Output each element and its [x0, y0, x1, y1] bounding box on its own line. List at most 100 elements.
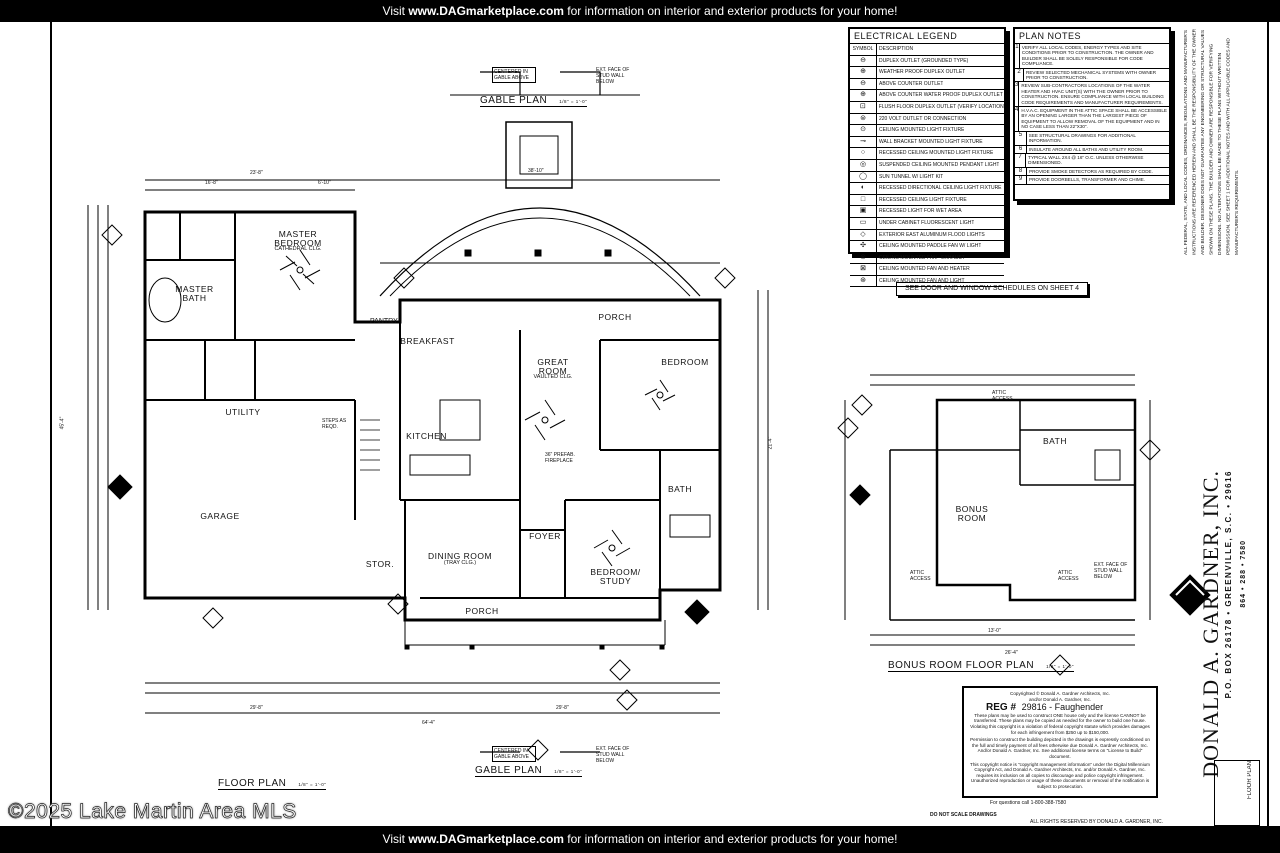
legend-item: ⊜220 VOLT OUTLET OR CONNECTION: [850, 113, 1004, 126]
plan-note-number: 7: [1015, 153, 1027, 167]
room-garage: GARAGE: [200, 511, 240, 521]
legend-item: ⊖ABOVE COUNTER OUTLET: [850, 78, 1004, 91]
legend-description: EXTERIOR EAST ALUMINUM FLOOD LIGHTS: [879, 231, 985, 238]
disclaimer-text: ALL FEDERAL, STATE, AND LOCAL CODES, ORD…: [1184, 28, 1240, 255]
legend-description: CEILING MOUNTED LIGHT FIXTURE: [879, 127, 965, 134]
legend-symbol-icon: ⊕: [850, 67, 877, 78]
legend-item: ○RECESSED CEILING MOUNTED LIGHT FIXTURE: [850, 148, 1004, 160]
electrical-legend: ELECTRICAL LEGEND SYMBOL DESCRIPTION ⊖DU…: [848, 27, 1006, 288]
top-banner: Visit www.DAGmarketplace.com for informa…: [0, 0, 1280, 22]
legend-symbol-icon: □: [850, 194, 877, 206]
plan-note-text: INSULATE AROUND ALL BATHS AND UTILITY RO…: [1029, 146, 1144, 152]
legend-item: ⊙CEILING MOUNTED LIGHT FIXTURE: [850, 125, 1004, 137]
room-pantry: PANTRY: [370, 318, 398, 325]
legend-symbol-icon: ⊖: [850, 78, 877, 90]
room-bonus: BONUS ROOM: [955, 504, 989, 523]
legend-symbol-icon: ⊠: [850, 264, 877, 275]
legend-description: FLUSH FLOOR DUPLEX OUTLET (VERIFY LOCATI…: [878, 103, 1004, 110]
room-master-bath: MASTER BATH: [175, 284, 214, 303]
legend-description: UNDER CABINET FLUORESCENT LIGHT: [879, 219, 975, 226]
dim-bottom-a: 29'-8": [250, 705, 263, 711]
sheet-info: FLOOR PLAN: [1214, 760, 1260, 826]
legend-symbol-icon: ⊡: [850, 101, 877, 113]
room-storage: STOR.: [365, 559, 395, 569]
legend-description: ABOVE COUNTER OUTLET: [879, 80, 944, 87]
legend-description: CEILING MOUNTED PADDLE FAN w/ LIGHT: [879, 243, 982, 250]
legend-item: ⊖DUPLEX OUTLET (GROUNDED TYPE): [850, 55, 1004, 68]
drawing-sheet: [50, 22, 1269, 826]
attic-access-label-3: ATTIC ACCESS: [1058, 570, 1079, 582]
legend-description: RECESSED DIRECTIONAL CEILING LIGHT FIXTU…: [879, 185, 1002, 192]
legend-symbol-icon: ✣: [850, 241, 877, 252]
plan-note-number: 9: [1015, 176, 1027, 184]
stud-note-bottom: EXT. FACE OF STUD WALL BELOW: [596, 746, 630, 764]
banner-link-bottom[interactable]: www.DAGmarketplace.com: [408, 832, 564, 846]
legend-item: ⊛CEILING MOUNTED FAN AND LIGHT: [850, 275, 1004, 288]
plan-note-number: 4: [1015, 107, 1020, 131]
plan-note-text: REVIEW SELECTED MECHANICAL SYSTEMS WITH …: [1026, 69, 1157, 81]
room-breakfast: BREAKFAST: [400, 336, 455, 346]
plan-note-text: SEE STRUCTURAL DRAWINGS FOR ADDITIONAL I…: [1028, 132, 1136, 144]
plan-note-number: 3: [1015, 82, 1020, 107]
legend-symbol-icon: ⊗: [850, 252, 877, 264]
stud-note-bonus: EXT. FACE OF STUD WALL BELOW: [1094, 562, 1128, 580]
plan-note-text: VERIFY ALL LOCAL CODES, ENERGY TYPES AND…: [1021, 45, 1154, 67]
do-not-scale: DO NOT SCALE DRAWINGS: [930, 812, 997, 818]
legend-description: RECESSED CEILING MOUNTED LIGHT FIXTURE: [879, 150, 994, 157]
legend-title: ELECTRICAL LEGEND: [850, 29, 1004, 44]
fireplace-label: 36" PREFAB. FIREPLACE: [545, 452, 575, 464]
rights-reserved: ALL RIGHTS RESERVED BY DONALD A. GARDNER…: [1030, 819, 1163, 825]
legend-description: WALL BRACKET MOUNTED LIGHT FIXTURE: [879, 138, 983, 145]
gable-note-top: CENTERED IN GABLE ABOVE: [492, 67, 536, 83]
plan-note-number: 5: [1015, 131, 1027, 145]
legend-item: ⊡FLUSH FLOOR DUPLEX OUTLET (VERIFY LOCAT…: [850, 101, 1004, 114]
plan-note-text: PROVIDE SMOKE DETECTORS AS REQUIRED BY C…: [1029, 168, 1153, 174]
room-kitchen: KITCHEN: [406, 431, 447, 441]
legend-description: DUPLEX OUTLET (GROUNDED TYPE): [879, 57, 969, 64]
legend-item: ⊕ABOVE COUNTER WATER PROOF DUPLEX OUTLET: [850, 90, 1004, 102]
room-foyer: FOYER: [529, 531, 561, 541]
legend-description: SUN TUNNEL w/ LIGHT KIT: [879, 173, 944, 180]
legend-items: ⊖DUPLEX OUTLET (GROUNDED TYPE)⊕WEATHER P…: [850, 55, 1004, 288]
mls-watermark: ©2025 Lake Martin Area MLS: [8, 800, 297, 824]
legend-description: CEILING MOUNTED FAN AND HEATER: [879, 266, 970, 273]
bottom-banner: Visit www.DAGmarketplace.com for informa…: [0, 826, 1280, 853]
room-utility: UTILITY: [225, 407, 261, 417]
banner-link[interactable]: www.DAGmarketplace.com: [408, 4, 564, 18]
firm-name: DONALD A. GARDNER, INC.: [1198, 470, 1223, 778]
legend-description: RECESSED LIGHT FOR WET AREA: [879, 208, 962, 215]
legend-item: ⊠CEILING MOUNTED FAN AND HEATER: [850, 264, 1004, 276]
plan-note-number: 8: [1015, 167, 1027, 176]
legend-item: ⊕WEATHER PROOF DUPLEX OUTLET: [850, 67, 1004, 79]
plan-note-number: 1: [1015, 44, 1020, 68]
room-dining: DINING ROOM(TRAY CLG.): [427, 551, 493, 566]
legend-item: ✣CEILING MOUNTED PADDLE FAN w/ LIGHT: [850, 241, 1004, 253]
legend-symbol-icon: ○: [850, 148, 877, 159]
legend-symbol-icon: ⊜: [850, 113, 877, 125]
dim-left-overall: 45'-4": [59, 416, 66, 430]
legend-description: CEILING MOUNTED FAN - EXHAUST: [879, 254, 965, 261]
legend-symbol-icon: ◯: [850, 171, 877, 183]
plan-note-text: PROVIDE DOORBELLS, TRANSFORMER AND CHIME…: [1029, 177, 1146, 183]
legend-symbol-icon: ⊸: [850, 136, 877, 148]
door-window-schedule-note: SEE DOOR AND WINDOW SCHEDULES ON SHEET 4: [896, 282, 1088, 296]
legend-symbol-icon: ▣: [850, 206, 877, 217]
room-bath: BATH: [667, 484, 693, 494]
legend-symbol-icon: ◇: [850, 229, 877, 241]
questions-phone: For questions call 1-800-388-7580: [990, 800, 1067, 806]
legend-item: □RECESSED CEILING LIGHT FIXTURE: [850, 194, 1004, 207]
legend-item: ⊗CEILING MOUNTED FAN - EXHAUST: [850, 252, 1004, 265]
reg-number: REG # 29816 - Faughender: [986, 702, 1104, 714]
plan-note-number: 2: [1015, 68, 1025, 82]
